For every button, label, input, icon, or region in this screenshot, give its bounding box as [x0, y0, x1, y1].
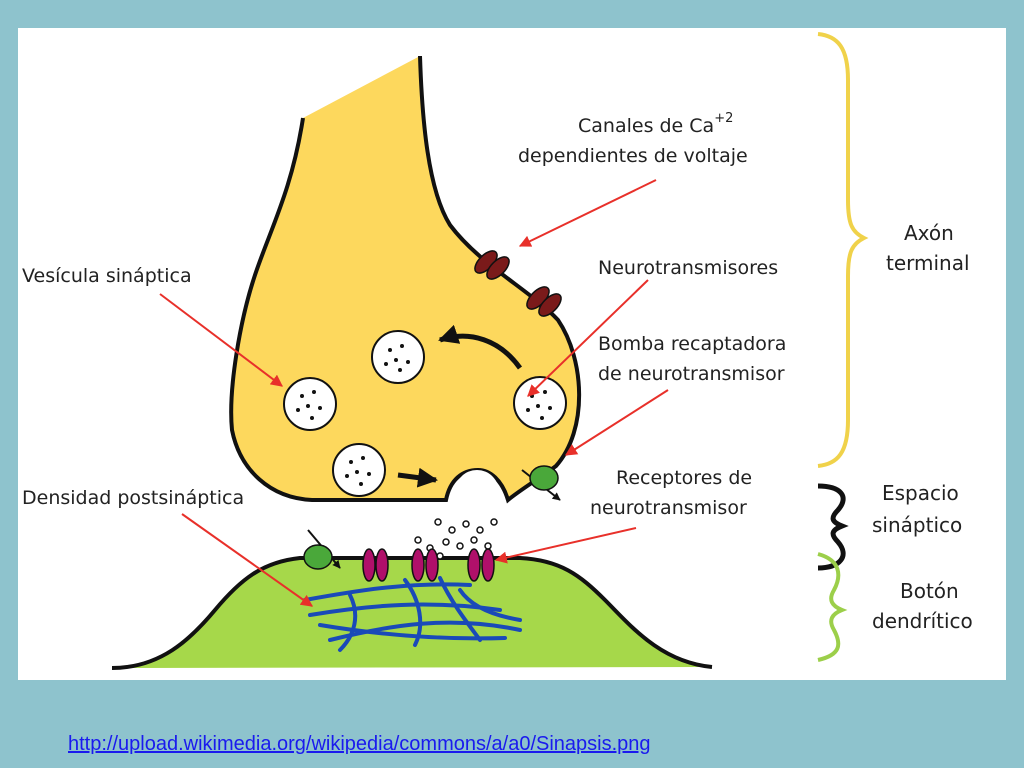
label-reuptake-pump-line2: de neurotransmisor [598, 363, 785, 385]
synaptic-space-brace [817, 483, 849, 571]
label-reuptake-pump: Bomba recaptadora [598, 333, 786, 355]
neurotransmitter-receptors [362, 548, 495, 582]
region-synaptic-space-line2: sináptico [872, 513, 962, 537]
cleft-neurotransmitters [414, 518, 498, 560]
region-synaptic-space: Espacio [882, 481, 959, 505]
source-link[interactable]: http://upload.wikimedia.org/wikipedia/co… [68, 733, 651, 755]
label-arrows [159, 179, 669, 607]
calcium-channels [474, 250, 562, 317]
region-dendritic-button-line2: dendrítico [872, 609, 973, 633]
vesicle-left [283, 377, 337, 431]
recycle-arrow [438, 324, 523, 370]
dendritic-button-brace [817, 552, 848, 662]
fusing-vesicle [455, 470, 499, 514]
release-arrow [397, 467, 438, 488]
reuptake-pump-axon [521, 465, 561, 501]
postsynaptic-filaments [303, 576, 522, 652]
region-dendritic-button: Botón [900, 579, 959, 603]
vesicle-right [513, 376, 567, 430]
label-synaptic-vesicle: Vesícula sináptica [22, 265, 192, 287]
reuptake-pump-dendrite [303, 529, 341, 570]
axon-terminal-brace [817, 32, 869, 468]
label-neurotransmitters: Neurotransmisores [598, 257, 778, 279]
label-calcium-channels-line2: dependientes de voltaje [518, 145, 748, 167]
axon-terminal-outline [229, 55, 582, 504]
region-axon-terminal-line2: terminal [886, 251, 970, 275]
label-postsynaptic-density: Densidad postsináptica [22, 487, 244, 509]
vesicle-top [371, 330, 425, 384]
label-calcium-channels: Canales de Ca+2 [578, 111, 733, 137]
axon-terminal [231, 56, 580, 500]
label-receptors-line2: neurotransmisor [590, 497, 747, 519]
dendritic-spine-outline [111, 556, 713, 670]
vesicle-bottom [332, 443, 386, 497]
dendritic-spine [112, 558, 712, 668]
region-axon-terminal: Axón [904, 221, 954, 245]
label-receptors: Receptores de [616, 467, 752, 489]
